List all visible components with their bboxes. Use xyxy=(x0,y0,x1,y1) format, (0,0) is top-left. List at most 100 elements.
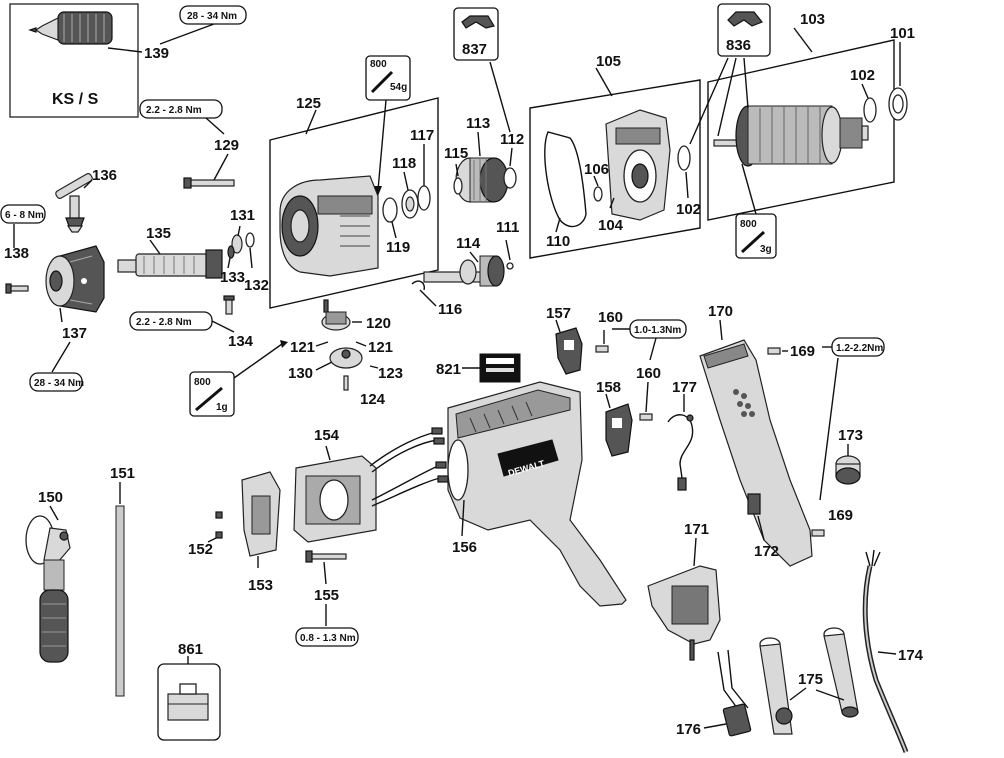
screw-124-drawing xyxy=(343,375,349,391)
torque-pill-138 xyxy=(0,204,46,224)
screw-169a-drawing xyxy=(767,347,781,355)
torque-label-155: 0.8 - 1.3 Nm xyxy=(300,633,356,644)
part-label-821: 821 xyxy=(436,361,461,378)
ring-117-drawing xyxy=(417,185,431,211)
washer-106-drawing xyxy=(593,186,603,202)
power-cord-174-drawing xyxy=(862,549,909,753)
torque-label-134: 2.2 - 2.8 Nm xyxy=(136,317,192,328)
part-label-170: 170 xyxy=(708,303,733,320)
ring-133-drawing xyxy=(227,245,235,259)
side-handle-drawing xyxy=(25,515,71,663)
part-label-139: 139 xyxy=(144,45,169,62)
part-label-157: 157 xyxy=(546,305,571,322)
bearing-112-drawing xyxy=(503,167,517,189)
torque-pill-129 xyxy=(139,99,223,119)
washer-131-drawing xyxy=(231,234,243,254)
part-label-160a: 160 xyxy=(598,309,623,326)
part-label-121b: 121 xyxy=(368,339,393,356)
part-label-158: 158 xyxy=(596,379,621,396)
part-label-153: 153 xyxy=(248,577,273,594)
part-label-115: 115 xyxy=(444,145,468,162)
grease-amt-3g: 3g xyxy=(760,244,772,255)
part-label-175: 175 xyxy=(798,671,823,688)
screw-134-drawing xyxy=(223,295,235,315)
screw-152b-drawing xyxy=(215,531,223,539)
switch-171-drawing xyxy=(647,565,721,661)
torque-label-129: 2.2 - 2.8 Nm xyxy=(146,105,202,116)
brush-holder-153-drawing xyxy=(241,471,281,557)
fan-housing-drawing xyxy=(605,109,671,221)
torque-pill-139 xyxy=(179,5,247,25)
screw-155-drawing xyxy=(305,550,347,563)
brush-176-drawing xyxy=(717,649,752,737)
screw-169b-drawing xyxy=(811,529,825,537)
part-label-154: 154 xyxy=(314,427,340,444)
main-housing-156-drawing xyxy=(447,381,627,607)
gear-housing-frame xyxy=(269,97,439,309)
part-label-102a: 102 xyxy=(676,201,701,218)
switch-157-drawing xyxy=(555,327,583,375)
ks-s-label: KS / S xyxy=(52,91,99,108)
shaft-114-drawing xyxy=(423,255,514,287)
spindle-drawing xyxy=(117,249,223,279)
wire-177-drawing xyxy=(667,414,694,491)
grease-qty-54g: 800 xyxy=(370,59,387,70)
grease-qty-1g: 800 xyxy=(194,377,211,388)
torque-label-139: 28 - 34 Nm xyxy=(187,11,237,22)
clip-116-drawing xyxy=(411,280,426,291)
part-label-121a: 121 xyxy=(290,339,315,356)
part-label-102b: 102 xyxy=(850,67,875,84)
part-label-174: 174 xyxy=(898,647,924,664)
part-label-116: 116 xyxy=(438,301,462,318)
baffle-110-drawing xyxy=(544,131,587,228)
part-label-150: 150 xyxy=(38,489,63,506)
handle-cover-170-drawing xyxy=(699,339,813,567)
part-label-138: 138 xyxy=(4,245,29,262)
cord-protector-175b-drawing xyxy=(823,627,859,718)
part-label-118: 118 xyxy=(392,155,416,172)
part-label-837: 837 xyxy=(462,41,487,58)
part-label-123: 123 xyxy=(378,365,403,382)
torque-pill-137 xyxy=(29,372,83,392)
part-label-119: 119 xyxy=(386,239,410,256)
armature-drawing xyxy=(713,105,869,167)
part-label-133: 133 xyxy=(220,269,245,286)
chuck-key-drawing xyxy=(55,173,93,233)
part-label-160b: 160 xyxy=(636,365,661,382)
part-label-176: 176 xyxy=(676,721,701,738)
part-label-155: 155 xyxy=(314,587,339,604)
torque-label-160: 1.0-1.3Nm xyxy=(634,325,681,336)
bearing-102b-drawing xyxy=(863,97,877,123)
screw-160a-drawing xyxy=(595,345,609,353)
cord-protector-175a-drawing xyxy=(759,637,793,735)
grease-amt-1g: 1g xyxy=(216,402,228,413)
part-label-137: 137 xyxy=(62,325,87,342)
part-label-125: 125 xyxy=(296,95,321,112)
part-label-861: 861 xyxy=(178,641,203,658)
gear-113-drawing xyxy=(455,157,509,203)
grease-amt-54g: 54g xyxy=(390,82,407,93)
part-label-156: 156 xyxy=(452,539,477,556)
part-label-106: 106 xyxy=(584,161,609,178)
label-plate-821-drawing xyxy=(479,353,521,383)
part-label-132: 132 xyxy=(244,277,269,294)
grease-qty-3g: 800 xyxy=(740,219,757,230)
insert-172-drawing xyxy=(747,493,761,515)
part-label-151: 151 xyxy=(110,465,135,482)
toolbox-861-drawing xyxy=(167,683,209,721)
screw-138-drawing xyxy=(5,283,29,294)
part-label-171: 171 xyxy=(684,521,709,538)
part-label-114: 114 xyxy=(456,235,481,252)
part-label-103: 103 xyxy=(800,11,825,28)
part-label-172: 172 xyxy=(754,543,779,560)
part-label-169b: 169 xyxy=(828,507,853,524)
part-label-117: 117 xyxy=(410,127,434,144)
torque-label-137: 28 - 34 Nm xyxy=(34,378,84,389)
screw-129-drawing xyxy=(183,177,235,189)
part-label-124: 124 xyxy=(360,391,386,408)
torque-pill-155 xyxy=(295,627,359,647)
strain-relief-173-drawing xyxy=(835,455,861,485)
bearing-102-drawing xyxy=(677,145,691,171)
part-label-177: 177 xyxy=(672,379,697,396)
